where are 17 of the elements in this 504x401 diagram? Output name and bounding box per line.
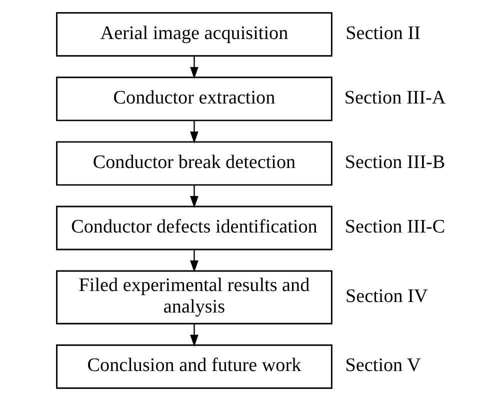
node-label: Section III-C <box>344 216 445 238</box>
node-box: Conclusion and future work <box>56 344 332 389</box>
node-box: Aerial image acquisition <box>56 12 332 57</box>
node-box: Conductor extraction <box>56 76 332 122</box>
arrow <box>190 120 198 144</box>
arrow <box>190 185 198 208</box>
node-label: Section III-A <box>344 87 446 108</box>
node-label: Section V <box>344 355 420 376</box>
arrow <box>190 324 198 347</box>
arrow <box>190 250 198 272</box>
arrow <box>190 56 198 79</box>
node-box: Conductor break detection <box>56 141 332 186</box>
node-label: Section II <box>345 22 420 44</box>
node-box: Filed experimental results and analysis <box>56 270 332 324</box>
node-box: Conductor defects identification <box>56 206 332 250</box>
node-label: Section III-B <box>344 152 445 173</box>
node-label: Section IV <box>345 286 428 307</box>
